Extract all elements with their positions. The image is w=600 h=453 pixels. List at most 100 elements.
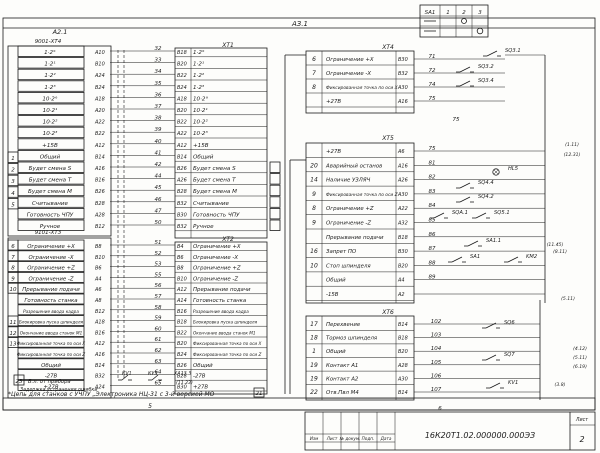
xt5-num: 20: [310, 162, 318, 169]
contact-sq3-1-blade: [486, 50, 498, 57]
xt4-label: Фиксированная точка по оси Х: [326, 85, 399, 91]
component-label: SA1.1: [486, 238, 501, 244]
xt6-wire-number: 106: [431, 373, 442, 379]
xt5-wire-number: 89: [429, 275, 436, 281]
stamp-head: Лист: [326, 436, 338, 441]
a21-pin: В28: [95, 201, 105, 207]
xt1-wire-number: 40: [155, 139, 162, 145]
xt4-num: 7: [312, 70, 316, 77]
switch-table-col: 1: [446, 10, 450, 16]
a21-num: 1: [11, 156, 15, 162]
xt6-wire-number: 107: [431, 387, 442, 393]
xt1-label: 1·2°: [193, 50, 205, 56]
component-label: SQ3.4: [478, 78, 494, 84]
contact-sqa-1-blade: [433, 212, 445, 219]
a21-label: 1·2³: [44, 84, 56, 91]
a22-pin: А16: [94, 352, 105, 358]
xt5-num: 8: [312, 205, 316, 212]
xt4-label: +27В: [326, 99, 341, 105]
xt2-label: Фиксированная точка по оси Z: [193, 352, 261, 357]
contact-sq4-4-blade: [459, 182, 471, 189]
a22-label: Фиксированная точка по оси Z: [17, 352, 85, 357]
xt1-label: Будет смена М: [193, 189, 237, 195]
xt2-pin: В30: [177, 384, 187, 390]
a21-pin: А12: [94, 143, 105, 149]
footnote-ref-box: [253, 387, 265, 398]
component-label: SQ6: [504, 320, 515, 326]
xt5-wire-number: 88: [429, 260, 436, 266]
xt2-pin: В8: [177, 266, 184, 272]
xt5-pin: А30: [397, 192, 408, 198]
xt1-label: 1·2³: [193, 84, 205, 91]
a21-num: 2: [11, 168, 15, 174]
xt5-num: 9: [312, 191, 316, 198]
a22-num-cell: [7, 326, 19, 338]
cross-reference: (1.11): [565, 142, 579, 148]
xt5-frame: [305, 142, 415, 304]
a22-label: Фиксированная точка по оси Х: [17, 341, 85, 346]
a21-pin: А18: [94, 96, 105, 102]
title-stamp: [304, 411, 596, 451]
stamp-sheet-label: Лист: [575, 417, 588, 423]
a21-pin: А24: [94, 73, 105, 79]
xt6-label: Контакт А1: [326, 363, 358, 369]
switch-position-open: [476, 27, 484, 35]
a22-pin: В14: [95, 363, 105, 369]
xt1-wire-number: 37: [155, 104, 162, 110]
a22-num-cell: [7, 239, 19, 251]
block-a21-title: А2.1: [52, 28, 68, 36]
a22-pin: В12: [95, 309, 105, 315]
xt2-pin: В16: [177, 309, 187, 315]
xt6-wire-number: 105: [431, 360, 442, 366]
a21-num-cell: [7, 197, 19, 210]
cross-reference: (3.8): [555, 382, 566, 388]
xt5-title: ХТ5: [381, 135, 394, 142]
xt5-wire-number: 82: [429, 175, 436, 181]
xt2-pin: В18: [177, 320, 187, 326]
a22-label: Общий: [41, 363, 61, 369]
xt2-pin: В6: [177, 255, 184, 261]
xt5-label: Ограничение +Z: [326, 206, 374, 212]
xt1-num-cell: [269, 184, 281, 197]
xt5-label: +27В: [326, 149, 341, 155]
xt2-label: Готовность станка: [193, 298, 246, 304]
xt5-label: Запрет ПО: [326, 249, 357, 255]
component-label: SQ4.4: [478, 180, 494, 186]
bus-wire-number-bottom: 6: [438, 406, 442, 412]
a21-label: Будет смена Т: [29, 178, 72, 184]
xt1-wire-number: 36: [155, 92, 162, 98]
xt2-wire-number: 57: [155, 294, 162, 300]
xt2-pin: В4: [177, 244, 184, 250]
xt1-label: Будет смена Т: [193, 178, 236, 184]
a21-cell: [17, 45, 85, 57]
xt2-pin: В22: [177, 330, 187, 336]
a21-label: Ручное: [40, 224, 61, 230]
a22-pin: А8: [94, 298, 102, 304]
contact-sq7-blade: [485, 354, 497, 361]
xt1-label: 10·2²: [193, 119, 208, 126]
xt5-label: -15В: [326, 292, 339, 298]
xt2-pin: В28: [177, 374, 187, 380]
a22-num: 12: [10, 331, 17, 337]
xt4-num: 8: [312, 84, 316, 91]
xt5-num: 16: [310, 248, 318, 255]
block-a21-sub: 9001-ХТ4: [35, 39, 62, 45]
xt4-label: Ограничение -Х: [326, 71, 371, 77]
a21-num-cell: [7, 151, 19, 163]
xt2-label: Ограничение -Z: [193, 276, 238, 282]
a22-cell: [17, 293, 85, 305]
xt1-wire-number: 42: [155, 162, 162, 168]
xt5-label: Фиксированная точка по оси Z: [326, 192, 399, 198]
xt1-label: 10·2³: [193, 130, 208, 137]
xt5-label: Стоп шпинделя: [326, 263, 371, 269]
a21-label: +15В: [42, 143, 58, 149]
component-label: HL5: [508, 166, 519, 172]
xt1-num-cell: [269, 219, 281, 231]
label-23-box: [13, 374, 25, 386]
block-a22-sub: 9101-ХТ3: [35, 230, 62, 236]
xt4-wire-number: 72: [429, 68, 436, 74]
xt5-wire-number: 81: [429, 160, 436, 166]
xt5-num: 9: [312, 220, 316, 227]
xt5-num: 14: [310, 177, 318, 184]
component-label: SQ7: [504, 352, 515, 358]
